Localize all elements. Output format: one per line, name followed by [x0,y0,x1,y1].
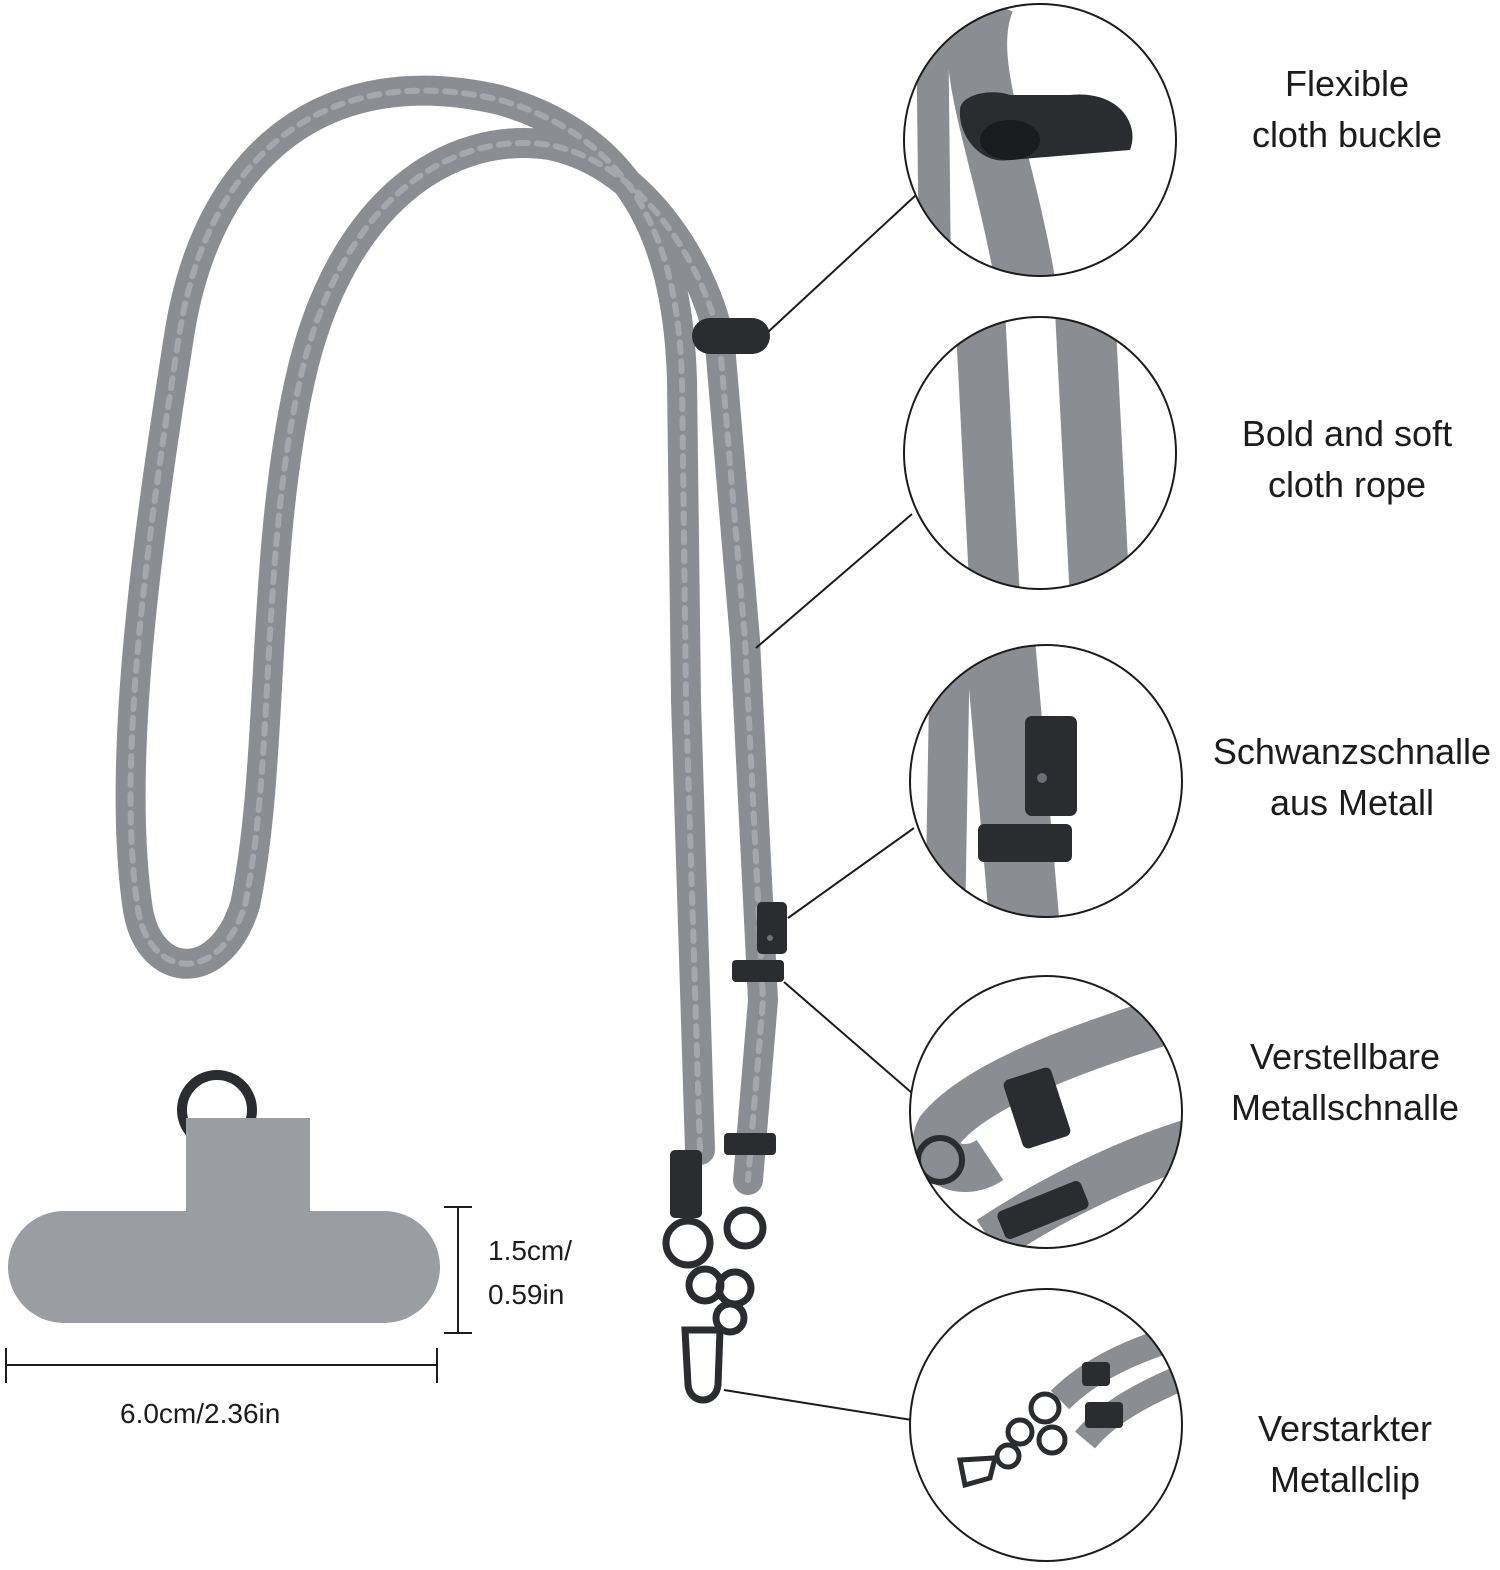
patch-height-label: 1.5cm/ 0.59in [488,1229,572,1317]
feature-label-line: Verstarkter [1257,1408,1433,1449]
feature-label-line: Verstellbare [1249,1036,1441,1077]
metal-clip [662,1206,767,1404]
adjustable-metal-buckle [670,1133,776,1218]
feature-label-rope: Bold and soft cloth rope [1182,408,1500,510]
metal-tail-buckle [732,902,787,982]
detail-circle-adjustable-buckle [909,975,1183,1249]
detail-circle-rope [903,316,1177,590]
detail-circle-tail-buckle [909,644,1183,918]
feature-label-line: Metallclip [1269,1459,1421,1500]
feature-label-line: Schwanzschnalle [1212,731,1492,772]
feature-label-adjustable-buckle: Verstellbare Metallschnalle [1180,1031,1500,1133]
patch-height-line1: 1.5cm/ [488,1235,573,1266]
feature-label-metal-clip: Verstarkter Metallclip [1180,1403,1500,1505]
feature-label-line: Metallschnalle [1230,1087,1460,1128]
detail-circle-metal-clip [909,1288,1183,1562]
detail-circle-buckle [903,3,1177,277]
leader-lines [723,194,917,1421]
patch-width-label: 6.0cm/2.36in [120,1398,281,1429]
feature-label-line: aus Metall [1269,782,1435,823]
dimension-lines [5,1206,472,1383]
lanyard-rope [115,75,778,1195]
patch-height-line2: 0.59in [488,1279,565,1310]
feature-label-buckle: Flexible cloth buckle [1182,58,1500,160]
feature-label-line: cloth rope [1267,464,1427,505]
cloth-buckle [692,318,770,354]
feature-label-line: Flexible [1284,63,1410,104]
feature-label-line: Bold and soft [1241,413,1453,454]
phone-patch [8,1070,440,1323]
feature-label-line: cloth buckle [1251,114,1443,155]
feature-label-tail-buckle: Schwanzschnalle aus Metall [1187,726,1500,828]
